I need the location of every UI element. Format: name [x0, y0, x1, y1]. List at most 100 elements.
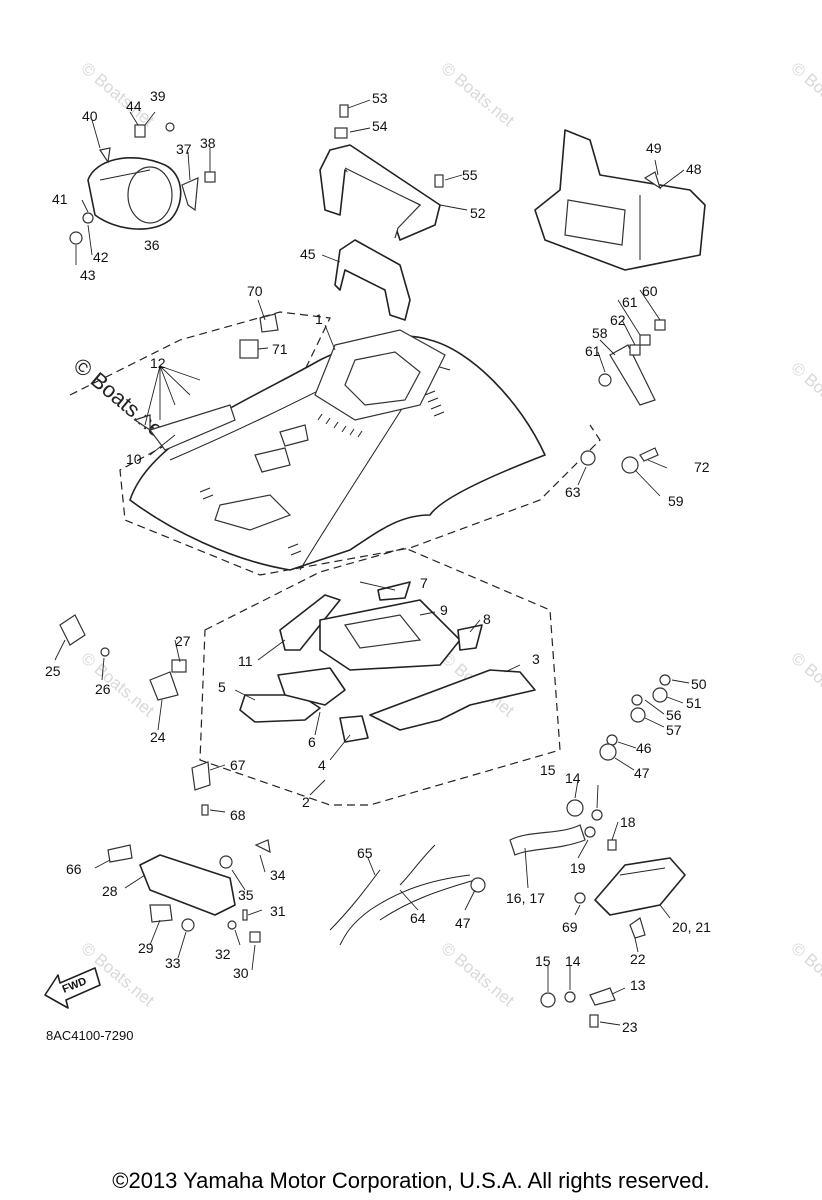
callout-16-17: 16, 17 [506, 890, 545, 906]
callout-69: 69 [562, 919, 578, 935]
callout-68: 68 [230, 807, 246, 823]
callout-50: 50 [691, 676, 707, 692]
callout-1: 1 [315, 311, 323, 327]
callout-15: 15 [540, 762, 556, 778]
callout-47b: 47 [455, 915, 471, 931]
callout-44: 44 [126, 98, 142, 114]
callout-7: 7 [420, 575, 428, 591]
callout-12: 12 [150, 355, 166, 371]
callout-9: 9 [440, 602, 448, 618]
callout-10: 10 [126, 451, 142, 467]
callout-57: 57 [666, 722, 682, 738]
callout-59: 59 [668, 493, 684, 509]
leader-lines [54, 99, 690, 1026]
panel-assembly-frame [199, 547, 561, 806]
watermark: © Boats.net [787, 939, 822, 1011]
callout-15b: 15 [535, 953, 551, 969]
callout-25: 25 [45, 663, 61, 679]
callout-5: 5 [218, 679, 226, 695]
callout-14b: 14 [565, 953, 581, 969]
callout-24: 24 [150, 729, 166, 745]
callout-70: 70 [247, 283, 263, 299]
callout-40: 40 [82, 108, 98, 124]
callout-63: 63 [565, 484, 581, 500]
callout-60: 60 [642, 283, 658, 299]
callout-42: 42 [93, 249, 109, 265]
watermark: © Boats.net [77, 649, 158, 721]
callout-33: 33 [165, 955, 181, 971]
hardware [59, 104, 671, 1028]
fwd-arrow-icon: FWD [44, 967, 101, 1009]
callout-64: 64 [410, 910, 426, 926]
panel-parts [239, 581, 536, 743]
watermark: © Boats.net [437, 939, 518, 1011]
callout-27: 27 [175, 633, 191, 649]
hood [129, 329, 546, 571]
callout-47: 47 [634, 765, 650, 781]
watermark: © Boats.net [787, 649, 822, 721]
callout-11: 11 [238, 653, 253, 669]
callout-18: 18 [620, 814, 636, 830]
callout-22: 22 [630, 951, 646, 967]
bracket-assembly [334, 239, 411, 321]
callout-66: 66 [66, 861, 82, 877]
callout-26: 26 [95, 681, 111, 697]
callout-58: 58 [592, 325, 608, 341]
callout-3: 3 [532, 651, 540, 667]
callout-61: 61 [622, 294, 638, 310]
callout-labels: 1 2 3 4 5 6 7 8 9 10 11 12 13 14 14 15 1… [45, 88, 711, 1035]
callout-54: 54 [372, 118, 388, 134]
callout-23: 23 [622, 1019, 638, 1035]
callout-4: 4 [318, 757, 326, 773]
watermark: © Boats.net [437, 59, 518, 131]
callout-28: 28 [102, 883, 118, 899]
callout-65: 65 [357, 845, 373, 861]
callout-61b: 61 [585, 343, 601, 359]
callout-53: 53 [372, 90, 388, 106]
callout-67: 67 [230, 757, 246, 773]
watermark: © Boats.net [787, 359, 822, 431]
callout-55: 55 [462, 167, 478, 183]
callout-39: 39 [150, 88, 166, 104]
front-cover [107, 844, 236, 923]
callout-19: 19 [570, 860, 586, 876]
callout-8: 8 [483, 611, 491, 627]
panel-7 [377, 581, 411, 601]
callout-34: 34 [270, 867, 286, 883]
callout-20-21: 20, 21 [672, 919, 711, 935]
callout-38: 38 [200, 135, 216, 151]
callout-51: 51 [686, 695, 702, 711]
panel-6 [277, 667, 346, 706]
callout-49: 49 [646, 140, 662, 156]
callout-13: 13 [630, 977, 646, 993]
callout-43: 43 [80, 267, 96, 283]
headlight-housing [87, 157, 182, 230]
tail-light [594, 857, 686, 916]
panel-8 [457, 624, 483, 651]
watermark: © Boats.net [787, 59, 822, 131]
cables [329, 844, 476, 946]
handle-strap [509, 824, 586, 856]
callout-30: 30 [233, 965, 249, 981]
callout-62: 62 [610, 312, 626, 328]
callout-14: 14 [565, 770, 581, 786]
callout-37: 37 [176, 141, 192, 157]
callout-2: 2 [302, 794, 310, 810]
panel-3 [369, 669, 536, 731]
callout-36: 36 [144, 237, 160, 253]
callout-46: 46 [636, 740, 652, 756]
copyright-notice: ©2013 Yamaha Motor Corporation, U.S.A. A… [112, 1168, 710, 1193]
callout-29: 29 [138, 940, 154, 956]
rear-cover [534, 129, 706, 271]
callout-45: 45 [300, 246, 316, 262]
callout-31: 31 [270, 903, 286, 919]
callout-6: 6 [308, 734, 316, 750]
callout-56: 56 [666, 707, 682, 723]
callout-48: 48 [686, 161, 702, 177]
callout-71: 71 [272, 341, 288, 357]
windshield-bracket [319, 144, 441, 241]
callout-32: 32 [215, 946, 231, 962]
callout-52: 52 [470, 205, 486, 221]
callout-35: 35 [238, 887, 254, 903]
hood-assembly-frame [69, 311, 601, 576]
